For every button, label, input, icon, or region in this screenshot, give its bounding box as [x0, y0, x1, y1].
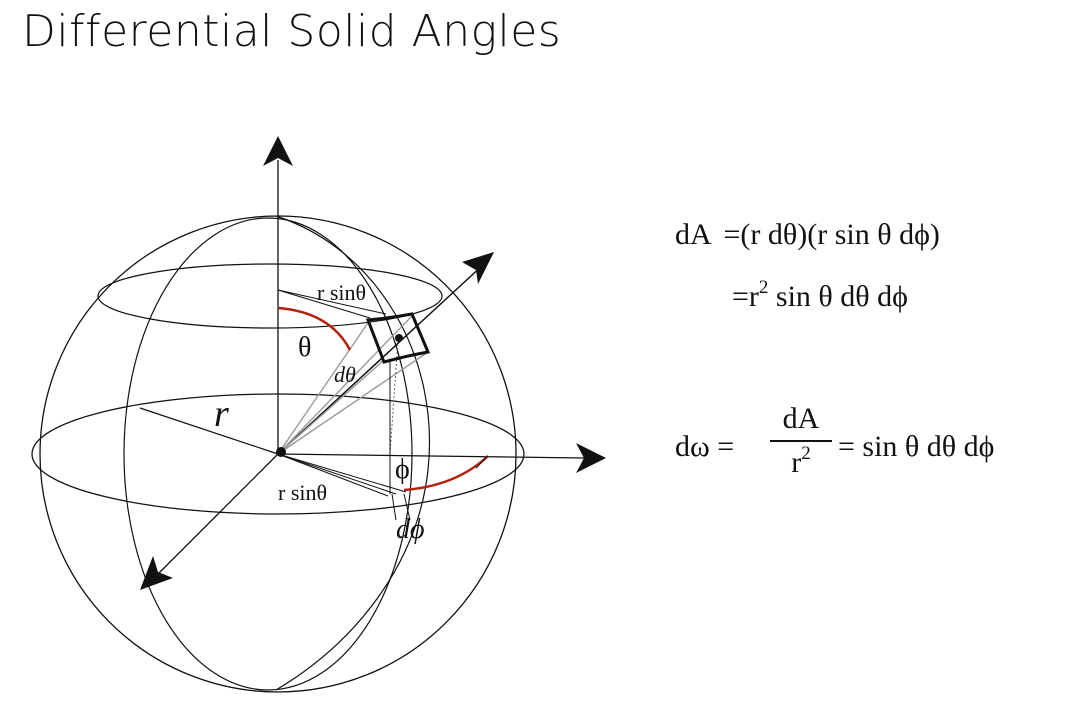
- theta-arc: [277, 306, 352, 351]
- phi-line-1: [277, 453, 397, 495]
- label-radius-r: r: [214, 393, 229, 435]
- y-axis: [157, 453, 279, 575]
- phi-arc: [403, 455, 489, 492]
- label-r-sin-theta-top: r sinθ: [317, 280, 366, 305]
- label-r-sin-theta-bottom: r sinθ: [278, 480, 327, 505]
- latitude-ellipse: [97, 263, 443, 329]
- label-theta: θ: [298, 332, 311, 363]
- dphi-stroke-1: [391, 493, 397, 521]
- label-phi: ϕ: [395, 454, 410, 485]
- phi-arc-tick: [475, 455, 489, 469]
- slide-title: Differential Solid Angles: [22, 6, 562, 57]
- y-axis-arrow: [140, 556, 173, 590]
- phi-line-2: [277, 453, 407, 493]
- projection-dotted: [389, 339, 399, 455]
- radius-line: [139, 407, 279, 455]
- rsin-top-line-1: [277, 289, 371, 319]
- label-d-phi: dϕ: [396, 514, 425, 545]
- ray-gray-3: [277, 359, 385, 455]
- area-patch: [365, 312, 431, 364]
- z-axis-arrow: [263, 136, 293, 166]
- dphi-stroke-2: [403, 493, 411, 521]
- radial-direction-arrow: [462, 252, 494, 284]
- label-d-theta: dθ: [334, 362, 356, 387]
- meridian-left: [123, 217, 413, 691]
- meridian-right: [275, 215, 431, 691]
- patch-center-dot: [395, 334, 403, 342]
- ray-gray-4: [277, 351, 429, 455]
- x-axis-arrow: [576, 443, 606, 473]
- ray-gray-2: [277, 315, 413, 455]
- radial-direction: [277, 263, 485, 455]
- rsin-top-line-2: [277, 289, 387, 315]
- phi-line-3: [277, 453, 389, 497]
- ray-gray-1: [277, 319, 371, 455]
- x-axis: [277, 453, 585, 459]
